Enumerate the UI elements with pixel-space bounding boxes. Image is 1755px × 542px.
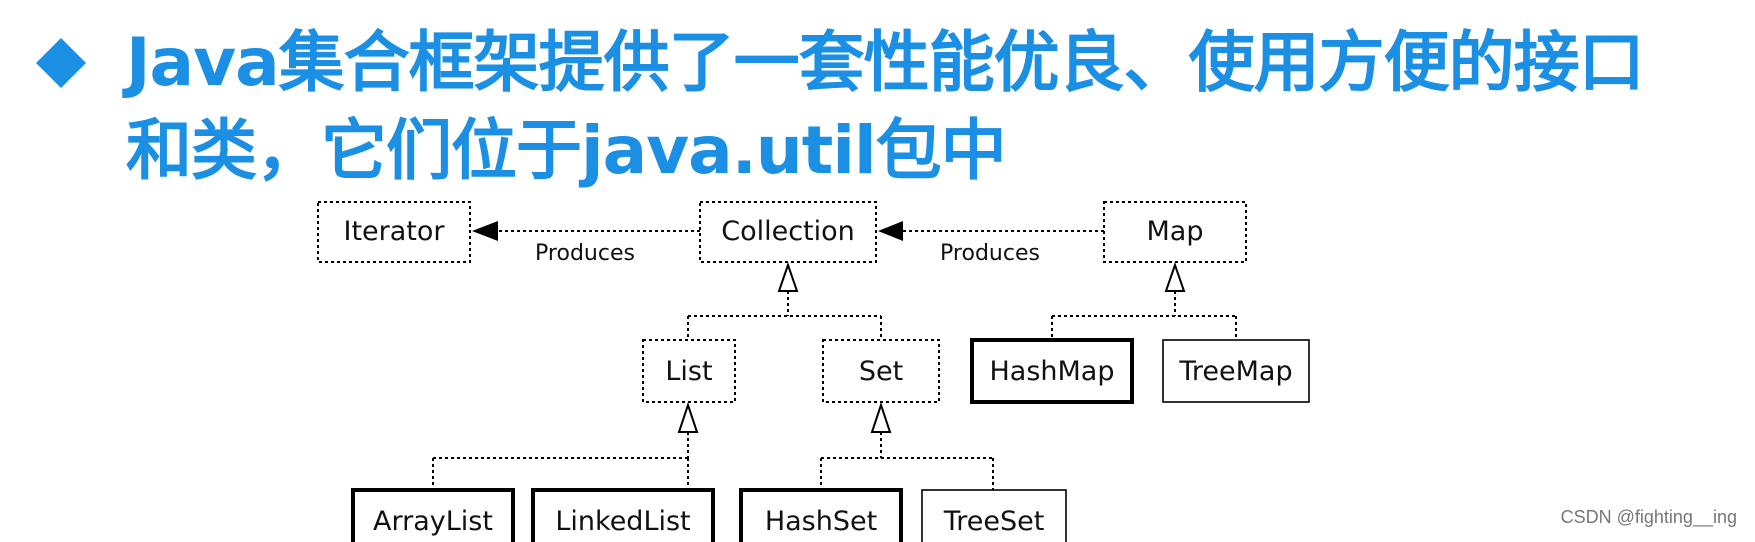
node-label-hashmap: HashMap [989, 356, 1114, 387]
edge-label-produces-2: Produces [940, 241, 1040, 266]
hollow-triangle-icon [870, 401, 892, 433]
node-map: Map [1103, 201, 1247, 263]
edge-label-produces-1: Produces [535, 241, 635, 266]
solid-arrowhead-icon [472, 221, 498, 241]
node-label-iterator: Iterator [343, 216, 445, 247]
node-label-list: List [665, 356, 712, 387]
heading-line-2: 和类，它们位于java.util包中 [126, 112, 1007, 189]
node-label-collection: Collection [721, 216, 855, 247]
node-set: Set [822, 339, 940, 403]
heading-line-1: Java集合框架提供了一套性能优良、使用方便的接口 [126, 24, 1645, 101]
node-label-hashset: HashSet [765, 506, 877, 537]
node-arraylist: ArrayList [351, 488, 515, 542]
node-treeset: TreeSet [921, 489, 1067, 542]
node-hashset: HashSet [739, 488, 903, 542]
node-label-set: Set [859, 356, 903, 387]
connectors [432, 230, 1237, 490]
node-label-map: Map [1147, 216, 1204, 247]
node-collection: Collection [699, 201, 877, 263]
hollow-triangle-icon [1164, 261, 1186, 292]
diamond-bullet-icon [36, 38, 86, 88]
solid-arrowhead-icon [878, 221, 903, 241]
node-iterator: Iterator [317, 201, 471, 263]
hollow-triangle-icon [677, 401, 699, 433]
node-linkedlist: LinkedList [531, 488, 715, 542]
node-treemap: TreeMap [1162, 339, 1310, 403]
watermark: CSDN @fighting__ing [1560, 507, 1737, 527]
node-list: List [642, 339, 736, 403]
node-label-linkedlist: LinkedList [555, 506, 690, 537]
node-label-arraylist: ArrayList [373, 506, 493, 537]
arrowheads [472, 221, 1186, 433]
node-label-treeset: TreeSet [943, 506, 1045, 537]
node-label-treemap: TreeMap [1178, 356, 1292, 387]
node-hashmap: HashMap [970, 338, 1134, 404]
hollow-triangle-icon [777, 261, 799, 292]
